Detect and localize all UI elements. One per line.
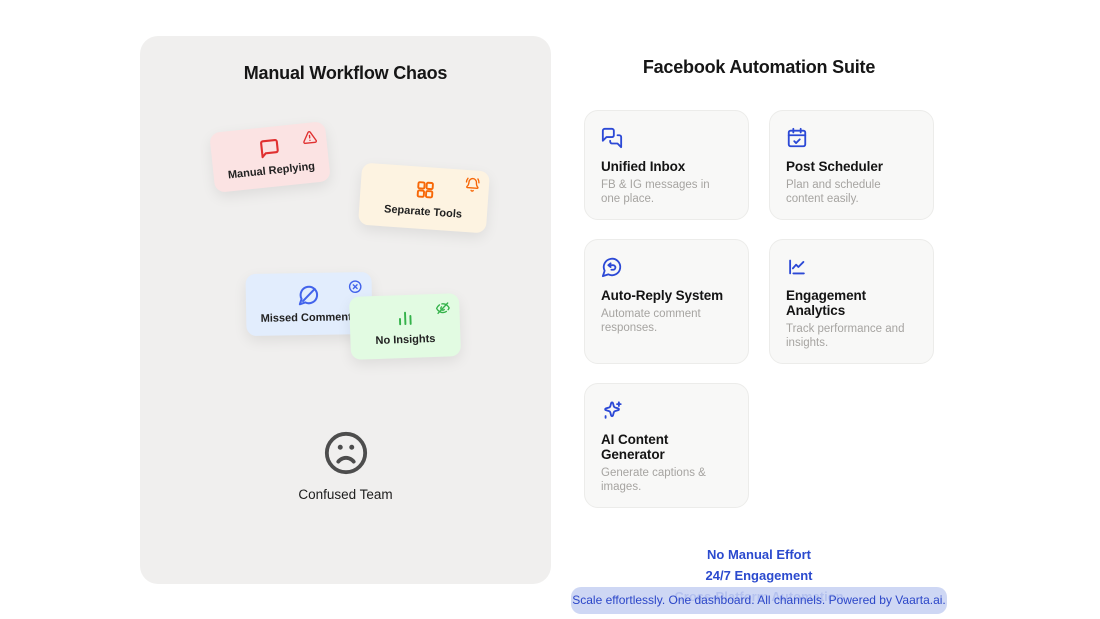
sticky-note-manual-replying: Manual Replying: [209, 121, 331, 193]
triangle-alert-icon: [303, 130, 318, 145]
right-panel-title: Facebook Automation Suite: [642, 57, 876, 77]
confused-team-label: Confused Team: [298, 487, 393, 502]
card-description: Automate comment responses.: [601, 308, 701, 334]
feature-card-ai-content-generator: AI Content Generator Generate captions &…: [584, 383, 749, 508]
card-title: Auto-Reply System: [601, 288, 724, 303]
sparkles-icon: [604, 401, 622, 419]
card-description: Track performance and insights.: [786, 323, 905, 349]
note-label: No Insights: [375, 332, 436, 348]
benefit-no-manual-effort: No Manual Effort: [707, 547, 811, 562]
message-circle-off-icon: [298, 285, 319, 306]
feature-card-engagement-analytics: Engagement Analytics Track performance a…: [769, 239, 934, 364]
card-title: AI Content Generator: [601, 432, 669, 462]
circle-x-icon: [348, 280, 362, 294]
card-title: Unified Inbox: [601, 159, 686, 174]
card-title: Engagement Analytics: [786, 288, 867, 318]
grid-icon: [416, 180, 434, 198]
message-square-icon: [259, 138, 279, 158]
manual-workflow-panel: Manual Workflow Chaos Manual Replying Se…: [140, 36, 551, 584]
bar-chart-icon: [398, 311, 412, 326]
frown-icon: [324, 431, 367, 475]
benefits-list: No Manual Effort 24/7 Engagement Cross-P…: [571, 544, 947, 614]
automation-suite-panel: Facebook Automation Suite Unified Inbox …: [571, 55, 947, 614]
note-label: Missed Comments: [260, 311, 358, 325]
note-label: Separate Tools: [383, 202, 463, 221]
messages-square-icon: [601, 127, 623, 149]
card-title: Post Scheduler: [786, 159, 883, 174]
sticky-note-no-insights: No Insights: [348, 293, 462, 360]
footer-banner: Scale effortlessly. One dashboard. All c…: [571, 587, 947, 614]
card-description: Generate captions & images.: [601, 467, 706, 493]
feature-card-unified-inbox: Unified Inbox FB & IG messages in one pl…: [584, 110, 749, 220]
sticky-note-separate-tools: Separate Tools: [357, 162, 491, 234]
feature-card-auto-reply: Auto-Reply System Automate comment respo…: [584, 239, 749, 364]
benefit-247-engagement: 24/7 Engagement: [705, 568, 813, 583]
chart-line-icon: [789, 259, 805, 275]
confused-team: Confused Team: [140, 430, 551, 502]
message-circle-reply-icon: [601, 257, 622, 278]
feature-card-post-scheduler: Post Scheduler Plan and schedule content…: [769, 110, 934, 220]
feature-card-grid: Unified Inbox FB & IG messages in one pl…: [584, 110, 934, 508]
bell-ring-icon: [465, 177, 480, 192]
note-label: Manual Replying: [227, 159, 316, 181]
card-description: Plan and schedule content easily.: [786, 179, 881, 205]
left-panel-title: Manual Workflow Chaos: [243, 63, 448, 83]
sticky-note-missed-comments: Missed Comments: [245, 271, 373, 337]
eye-off-icon: [435, 302, 450, 315]
calendar-check-icon: [787, 127, 807, 148]
card-description: FB & IG messages in one place.: [601, 179, 710, 205]
